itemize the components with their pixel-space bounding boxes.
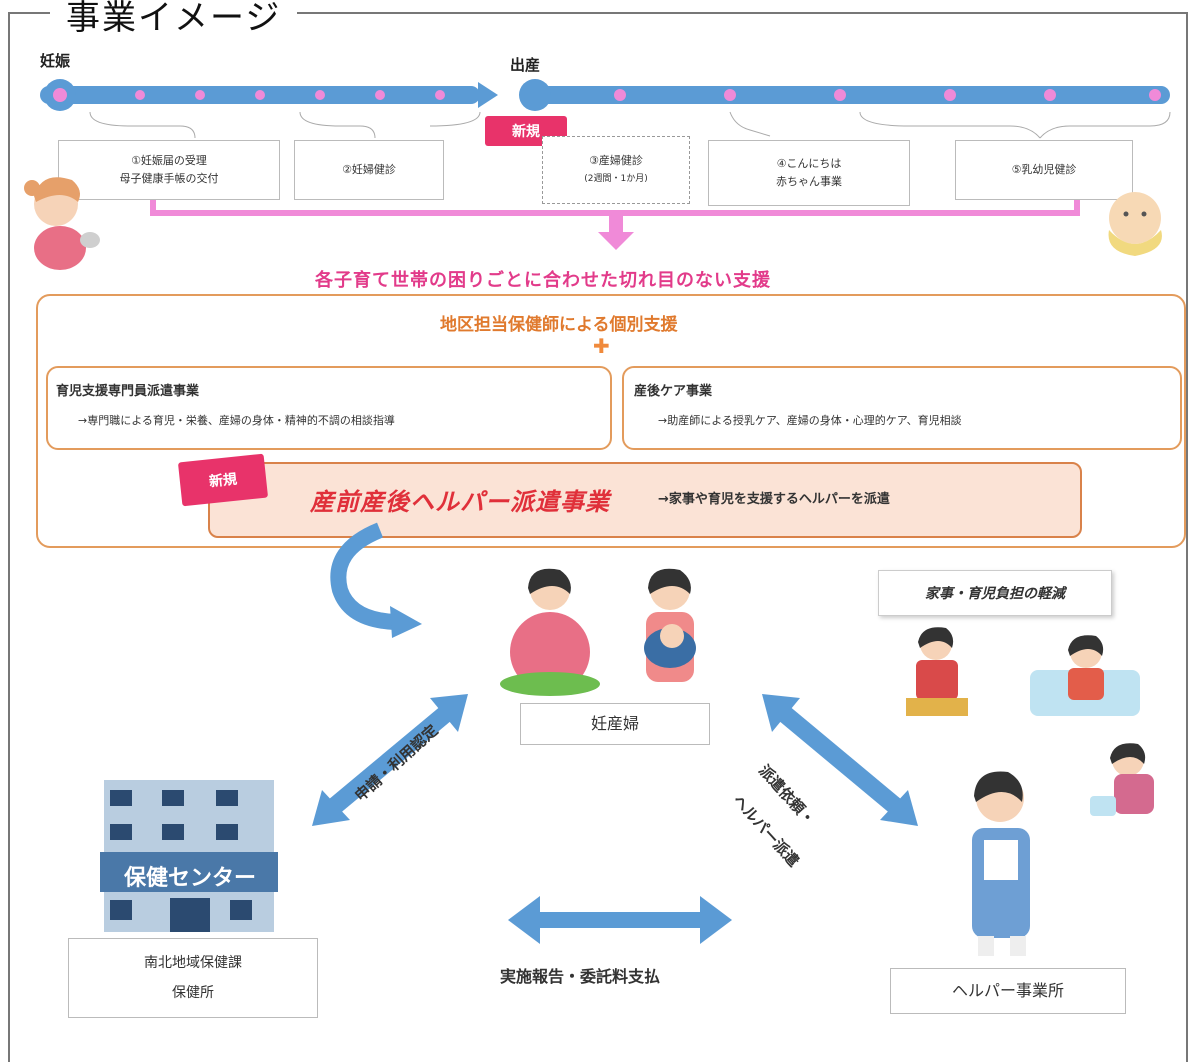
timeline-item-infant-checkup: ⑤乳幼児健診 [955, 140, 1133, 200]
timeline-dot [255, 90, 265, 100]
bottom-double-arrow [508, 896, 732, 944]
health-center-line1: 南北地域保健課 [144, 955, 242, 971]
mother-label: 妊産婦 [520, 703, 710, 745]
postnatal-care-title: 産後ケア事業 [634, 384, 713, 399]
support-heading: 各子育て世帯の困りごとに合わせた切れ目のない支援 [315, 270, 771, 291]
pregnancy-bar-arrowhead [478, 82, 498, 108]
postnatal-care-box: 産後ケア事業 →助産師による授乳ケア、産婦の身体・心理的ケア、育児相談 [622, 366, 1182, 450]
timeline-item-postpartum-checkup: ③産婦健診 (2週間・1か月) [542, 136, 690, 204]
health-center-label: 南北地域保健課 保健所 [68, 938, 318, 1018]
birth-start-circle [519, 79, 551, 111]
timeline-dot [435, 90, 445, 100]
timeline-graphic [40, 79, 1171, 139]
health-center-building-illustration [100, 780, 278, 932]
timeline-dot [315, 90, 325, 100]
birth-label: 出産 [510, 56, 541, 74]
childcare-expert-box: 育児支援専門員派遣事業 →専門職による育児・栄養、産婦の身体・精神的不調の相談指… [46, 366, 612, 450]
right-double-arrow [762, 694, 918, 826]
pregnancy-start-dot [53, 88, 67, 102]
timeline-dot [834, 89, 846, 101]
pregnancy-label: 妊娠 [40, 52, 71, 70]
timeline-dot [135, 90, 145, 100]
timeline-item-line1: ①妊娠届の受理 [131, 154, 207, 167]
diagram-frame [8, 12, 1188, 1062]
pregnant-woman-illustration [24, 177, 100, 270]
mothers-illustration [500, 568, 696, 696]
curved-arrow [330, 522, 422, 638]
burden-reduction-bubble: 家事・育児負担の軽減 [878, 570, 1112, 616]
timeline-item-line1: ③産婦健診 [589, 154, 643, 167]
timeline-dot [1149, 89, 1161, 101]
timeline-dot [614, 89, 626, 101]
timeline-dot [195, 90, 205, 100]
timeline-item-line2: 赤ちゃん事業 [776, 175, 842, 188]
timeline-dot [944, 89, 956, 101]
timeline-item-line1: ④こんにちは [776, 157, 842, 170]
helper-office-label: ヘルパー事業所 [890, 968, 1126, 1014]
brace [299, 111, 376, 139]
timeline-dot [724, 89, 736, 101]
timeline-item-hello-baby: ④こんにちは 赤ちゃん事業 [708, 140, 910, 206]
plus-icon: ✚ [593, 334, 610, 358]
timeline-item-line1: ②妊婦健診 [342, 163, 396, 176]
timeline-item-line2: 母子健康手帳の交付 [119, 172, 219, 185]
housework-illustration [906, 627, 1140, 716]
childcare-expert-desc: →専門職による育児・栄養、産婦の身体・精神的不調の相談指導 [78, 414, 395, 427]
left-double-arrow [312, 694, 468, 826]
health-center-line2: 保健所 [172, 985, 214, 1001]
health-center-sign: 保健センター [123, 866, 256, 891]
postnatal-care-desc: →助産師による授乳ケア、産婦の身体・心理的ケア、育児相談 [658, 414, 962, 427]
brace [89, 111, 196, 139]
timeline-dot [375, 90, 385, 100]
timeline-item-prenatal-checkup: ②妊婦健診 [294, 140, 444, 200]
childcare-expert-title: 育児支援専門員派遣事業 [56, 384, 200, 399]
frame-title: 事業イメージ [50, 0, 298, 39]
helper-program-title: 産前産後ヘルパー派遣事業 [310, 488, 610, 516]
baby-illustration [1108, 192, 1162, 256]
brace [429, 111, 481, 127]
helper-program-desc: →家事や育児を支援するヘルパーを派遣 [658, 492, 890, 507]
timeline-item-pregnancy-registration: ①妊娠届の受理 母子健康手帳の交付 [58, 140, 280, 200]
helper-program-box: 産前産後ヘルパー派遣事業 →家事や育児を支援するヘルパーを派遣 [208, 462, 1082, 538]
timeline-dot [1044, 89, 1056, 101]
timeline-item-line2: (2週間・1か月) [584, 174, 648, 184]
brace [859, 111, 1171, 139]
new-badge-helper-program: 新規 [177, 453, 269, 507]
report-payment-label: 実施報告・委託料支払 [500, 967, 661, 986]
district-support-label: 地区担当保健師による個別支援 [440, 315, 678, 335]
helper-illustration [972, 743, 1154, 956]
pink-connector [150, 200, 1080, 250]
brace [729, 111, 771, 137]
timeline-item-line1: ⑤乳幼児健診 [1011, 163, 1077, 176]
